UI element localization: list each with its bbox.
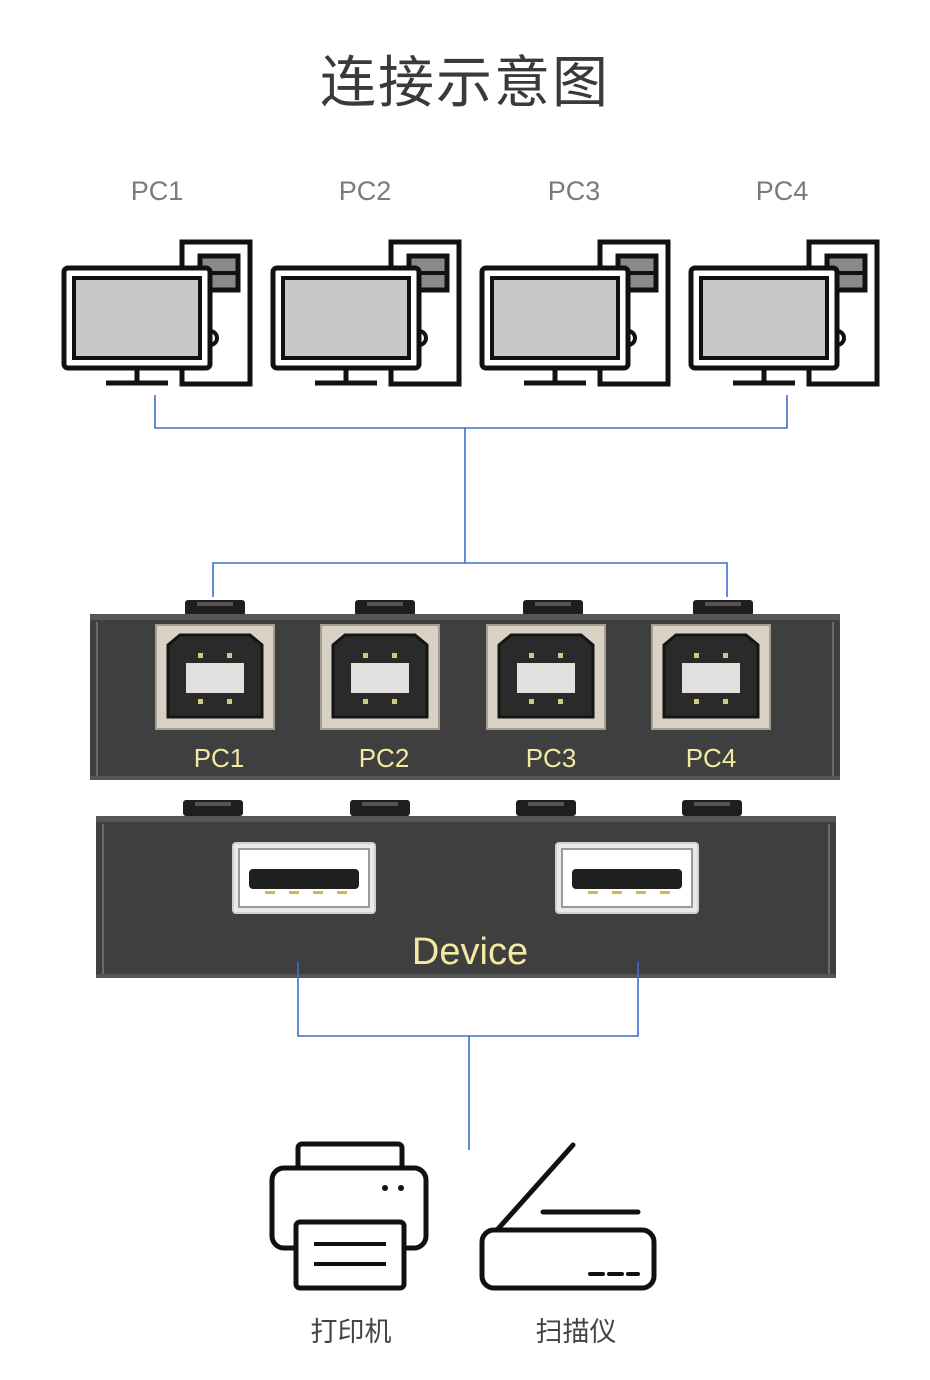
port-label-pc2: PC2	[359, 743, 410, 773]
scanner-icon	[479, 1142, 657, 1291]
scanner-label: 扫描仪	[535, 1317, 617, 1348]
usb-a-port-left	[232, 842, 376, 914]
pc2-computer-icon	[273, 242, 459, 384]
pc2-label: PC2	[338, 176, 392, 206]
pc3-label: PC3	[547, 176, 601, 206]
usb-b-port-pc1	[154, 623, 276, 731]
device-connector-lines	[297, 962, 639, 1150]
device-port-label: Device	[412, 931, 528, 973]
usb-b-port-pc3	[485, 623, 607, 731]
usb-a-port-right	[555, 842, 699, 914]
port-label-pc3: PC3	[526, 743, 577, 773]
usb-b-port-pc4	[650, 623, 772, 731]
usb-b-port-pc2	[319, 623, 441, 731]
pc4-label: PC4	[755, 176, 809, 206]
printer-label: 打印机	[310, 1317, 392, 1348]
pc4-computer-icon	[691, 242, 877, 384]
pc-connector-lines	[154, 395, 788, 597]
pc1-computer-icon	[64, 242, 250, 384]
pc3-computer-icon	[482, 242, 668, 384]
pc1-label: PC1	[130, 176, 184, 206]
page-title: 连接示意图	[320, 51, 610, 116]
port-label-pc4: PC4	[686, 743, 737, 773]
port-label-pc1: PC1	[194, 743, 245, 773]
printer-icon	[269, 1141, 429, 1291]
